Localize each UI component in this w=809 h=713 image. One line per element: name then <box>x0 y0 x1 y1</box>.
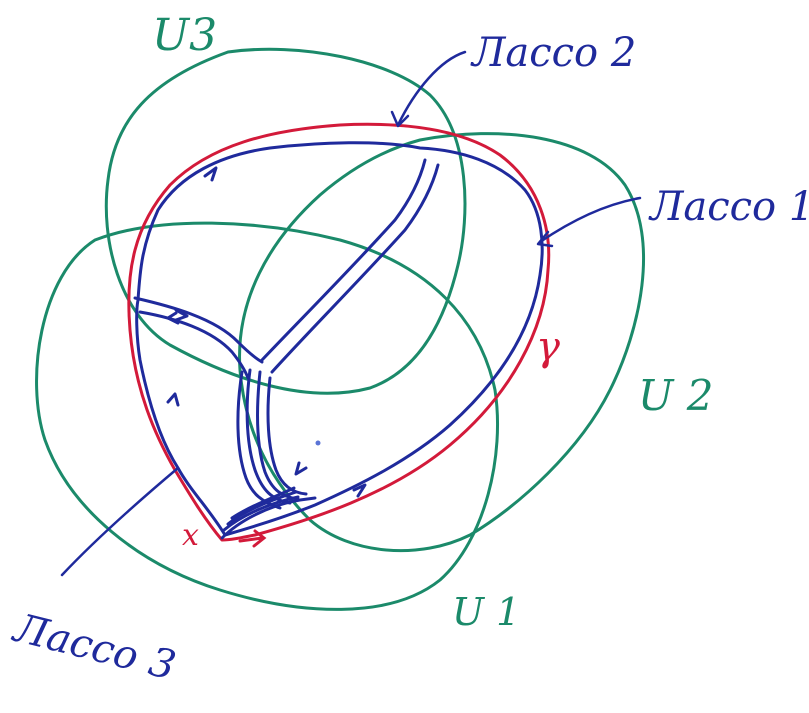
label-lasso2: Лассо 2 <box>470 30 636 76</box>
pointers <box>60 50 642 577</box>
arrow-3 <box>166 311 180 325</box>
label-base-point-x: x <box>182 518 199 553</box>
arrow-2 <box>174 308 189 322</box>
pointer-lasso1 <box>538 196 642 244</box>
lasso-branch-left-inner <box>138 310 250 380</box>
label-u3: U3 <box>152 10 217 61</box>
pointer-lasso1-head <box>536 230 554 248</box>
lasso-spoke-top-inner <box>270 163 440 374</box>
pointer-lasso2 <box>396 50 467 127</box>
loop-arrow <box>238 529 267 548</box>
open-set-u1 <box>35 221 499 611</box>
lassos <box>133 141 544 540</box>
lasso-bundle-3 <box>226 490 298 526</box>
arrow-4 <box>352 483 367 498</box>
lasso-bundle-4 <box>230 486 296 520</box>
label-gamma: γ <box>536 324 560 370</box>
arrow-1 <box>203 166 218 182</box>
label-u2: U 2 <box>638 371 713 420</box>
stray-dot <box>315 440 321 446</box>
pointer-lasso2-head <box>390 110 410 128</box>
arrow-6 <box>166 392 180 407</box>
open-sets <box>35 47 645 611</box>
lasso-spoke-top <box>260 158 427 362</box>
loop-gamma <box>127 122 551 542</box>
label-lasso1: Лассо 1 <box>648 184 809 230</box>
label-u1: U 1 <box>452 590 520 634</box>
open-set-u3 <box>104 47 467 395</box>
arrow-5 <box>294 461 308 476</box>
pointer-lasso3 <box>60 466 180 577</box>
lasso-bundle-1 <box>220 496 317 540</box>
lasso-stem-2 <box>255 370 300 501</box>
lasso-outer-path <box>135 141 544 537</box>
lasso-branch-left <box>133 296 264 364</box>
label-lasso3: Лассо 3 <box>8 605 180 690</box>
open-set-u2 <box>238 132 645 553</box>
lasso-bundle-2 <box>222 495 300 532</box>
